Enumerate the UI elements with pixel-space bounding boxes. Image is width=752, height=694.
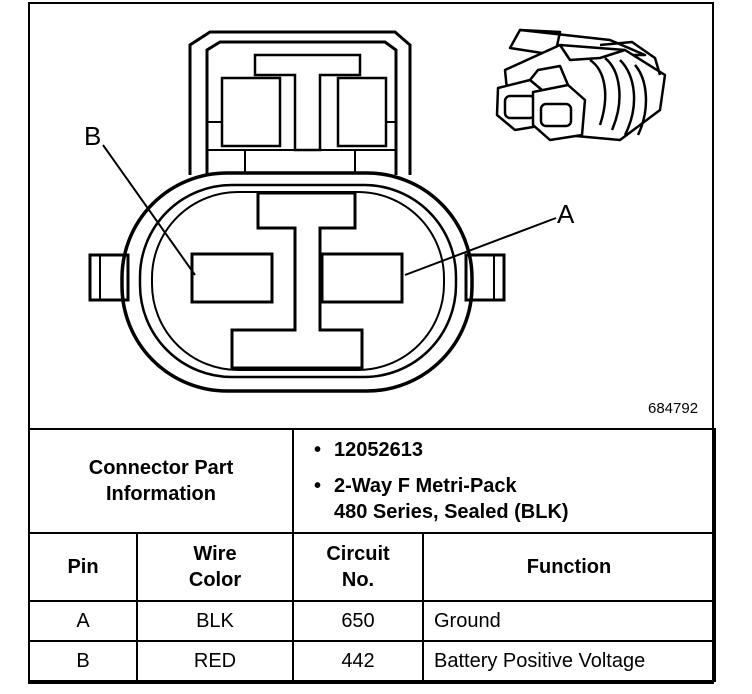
header-circuit-no: Circuit No. xyxy=(292,532,424,602)
wire-color-cell: RED xyxy=(136,640,294,682)
cavity-a xyxy=(320,252,404,304)
connector-face-outer xyxy=(120,171,474,393)
diagram-frame xyxy=(28,2,714,684)
latch-key-top xyxy=(253,53,362,152)
pin-table-header-row: Pin Wire Color Circuit No. Function xyxy=(28,532,716,602)
connector-info-table: Connector Part Information • 12052613 • … xyxy=(28,428,716,682)
figure-number: 684792 xyxy=(648,400,699,417)
bullet-icon: • xyxy=(314,475,322,497)
header-circuit-line2: No. xyxy=(341,569,375,591)
side-tab-right xyxy=(464,253,506,302)
function-cell: Battery Positive Voltage xyxy=(422,640,716,682)
connector-description-line2: 480 Series, Sealed (BLK) xyxy=(334,501,569,523)
function-cell: Ground xyxy=(422,600,716,642)
pin-cell: B xyxy=(28,640,138,682)
part-number: 12052613 xyxy=(334,439,423,461)
cavity-b xyxy=(190,252,274,304)
side-tab-left xyxy=(88,253,130,302)
connector-part-label: Connector Part Information xyxy=(28,428,294,534)
connector-part-details: • 12052613 • 2-Way F Metri-Pack 480 Seri… xyxy=(292,428,716,534)
leader-line-b xyxy=(102,144,196,276)
connector-part-label-line1: Connector Part xyxy=(88,457,234,479)
connector-description-line1: 2-Way F Metri-Pack xyxy=(334,475,517,497)
polarization-key xyxy=(230,191,364,370)
connector-part-row: Connector Part Information • 12052613 • … xyxy=(28,428,716,534)
connector-part-label-line2: Information xyxy=(106,483,216,505)
circuit-cell: 442 xyxy=(292,640,424,682)
header-wire-color-line2: Color xyxy=(188,569,242,591)
header-function: Function xyxy=(422,532,716,602)
header-pin: Pin xyxy=(28,532,138,602)
table-row: A BLK 650 Ground xyxy=(28,600,716,642)
header-wire-color: Wire Color xyxy=(136,532,294,602)
wire-color-cell: BLK xyxy=(136,600,294,642)
connector-face-inner xyxy=(138,183,458,379)
latch-window-right xyxy=(336,76,388,148)
connector-latch-inner xyxy=(205,40,398,175)
callout-label-a: A xyxy=(557,199,575,229)
header-wire-color-line1: Wire xyxy=(193,543,237,565)
connector-latch-outline xyxy=(188,30,412,175)
pin-cell: A xyxy=(28,600,138,642)
bullet-icon: • xyxy=(314,439,322,461)
connector-isometric-icon xyxy=(495,28,667,142)
circuit-cell: 650 xyxy=(292,600,424,642)
callout-label-b: B xyxy=(84,121,102,151)
header-circuit-line1: Circuit xyxy=(326,543,390,565)
leader-line-a xyxy=(404,217,557,276)
table-row: B RED 442 Battery Positive Voltage xyxy=(28,640,716,682)
connector-drawing xyxy=(88,28,667,393)
latch-window-left xyxy=(220,76,282,148)
